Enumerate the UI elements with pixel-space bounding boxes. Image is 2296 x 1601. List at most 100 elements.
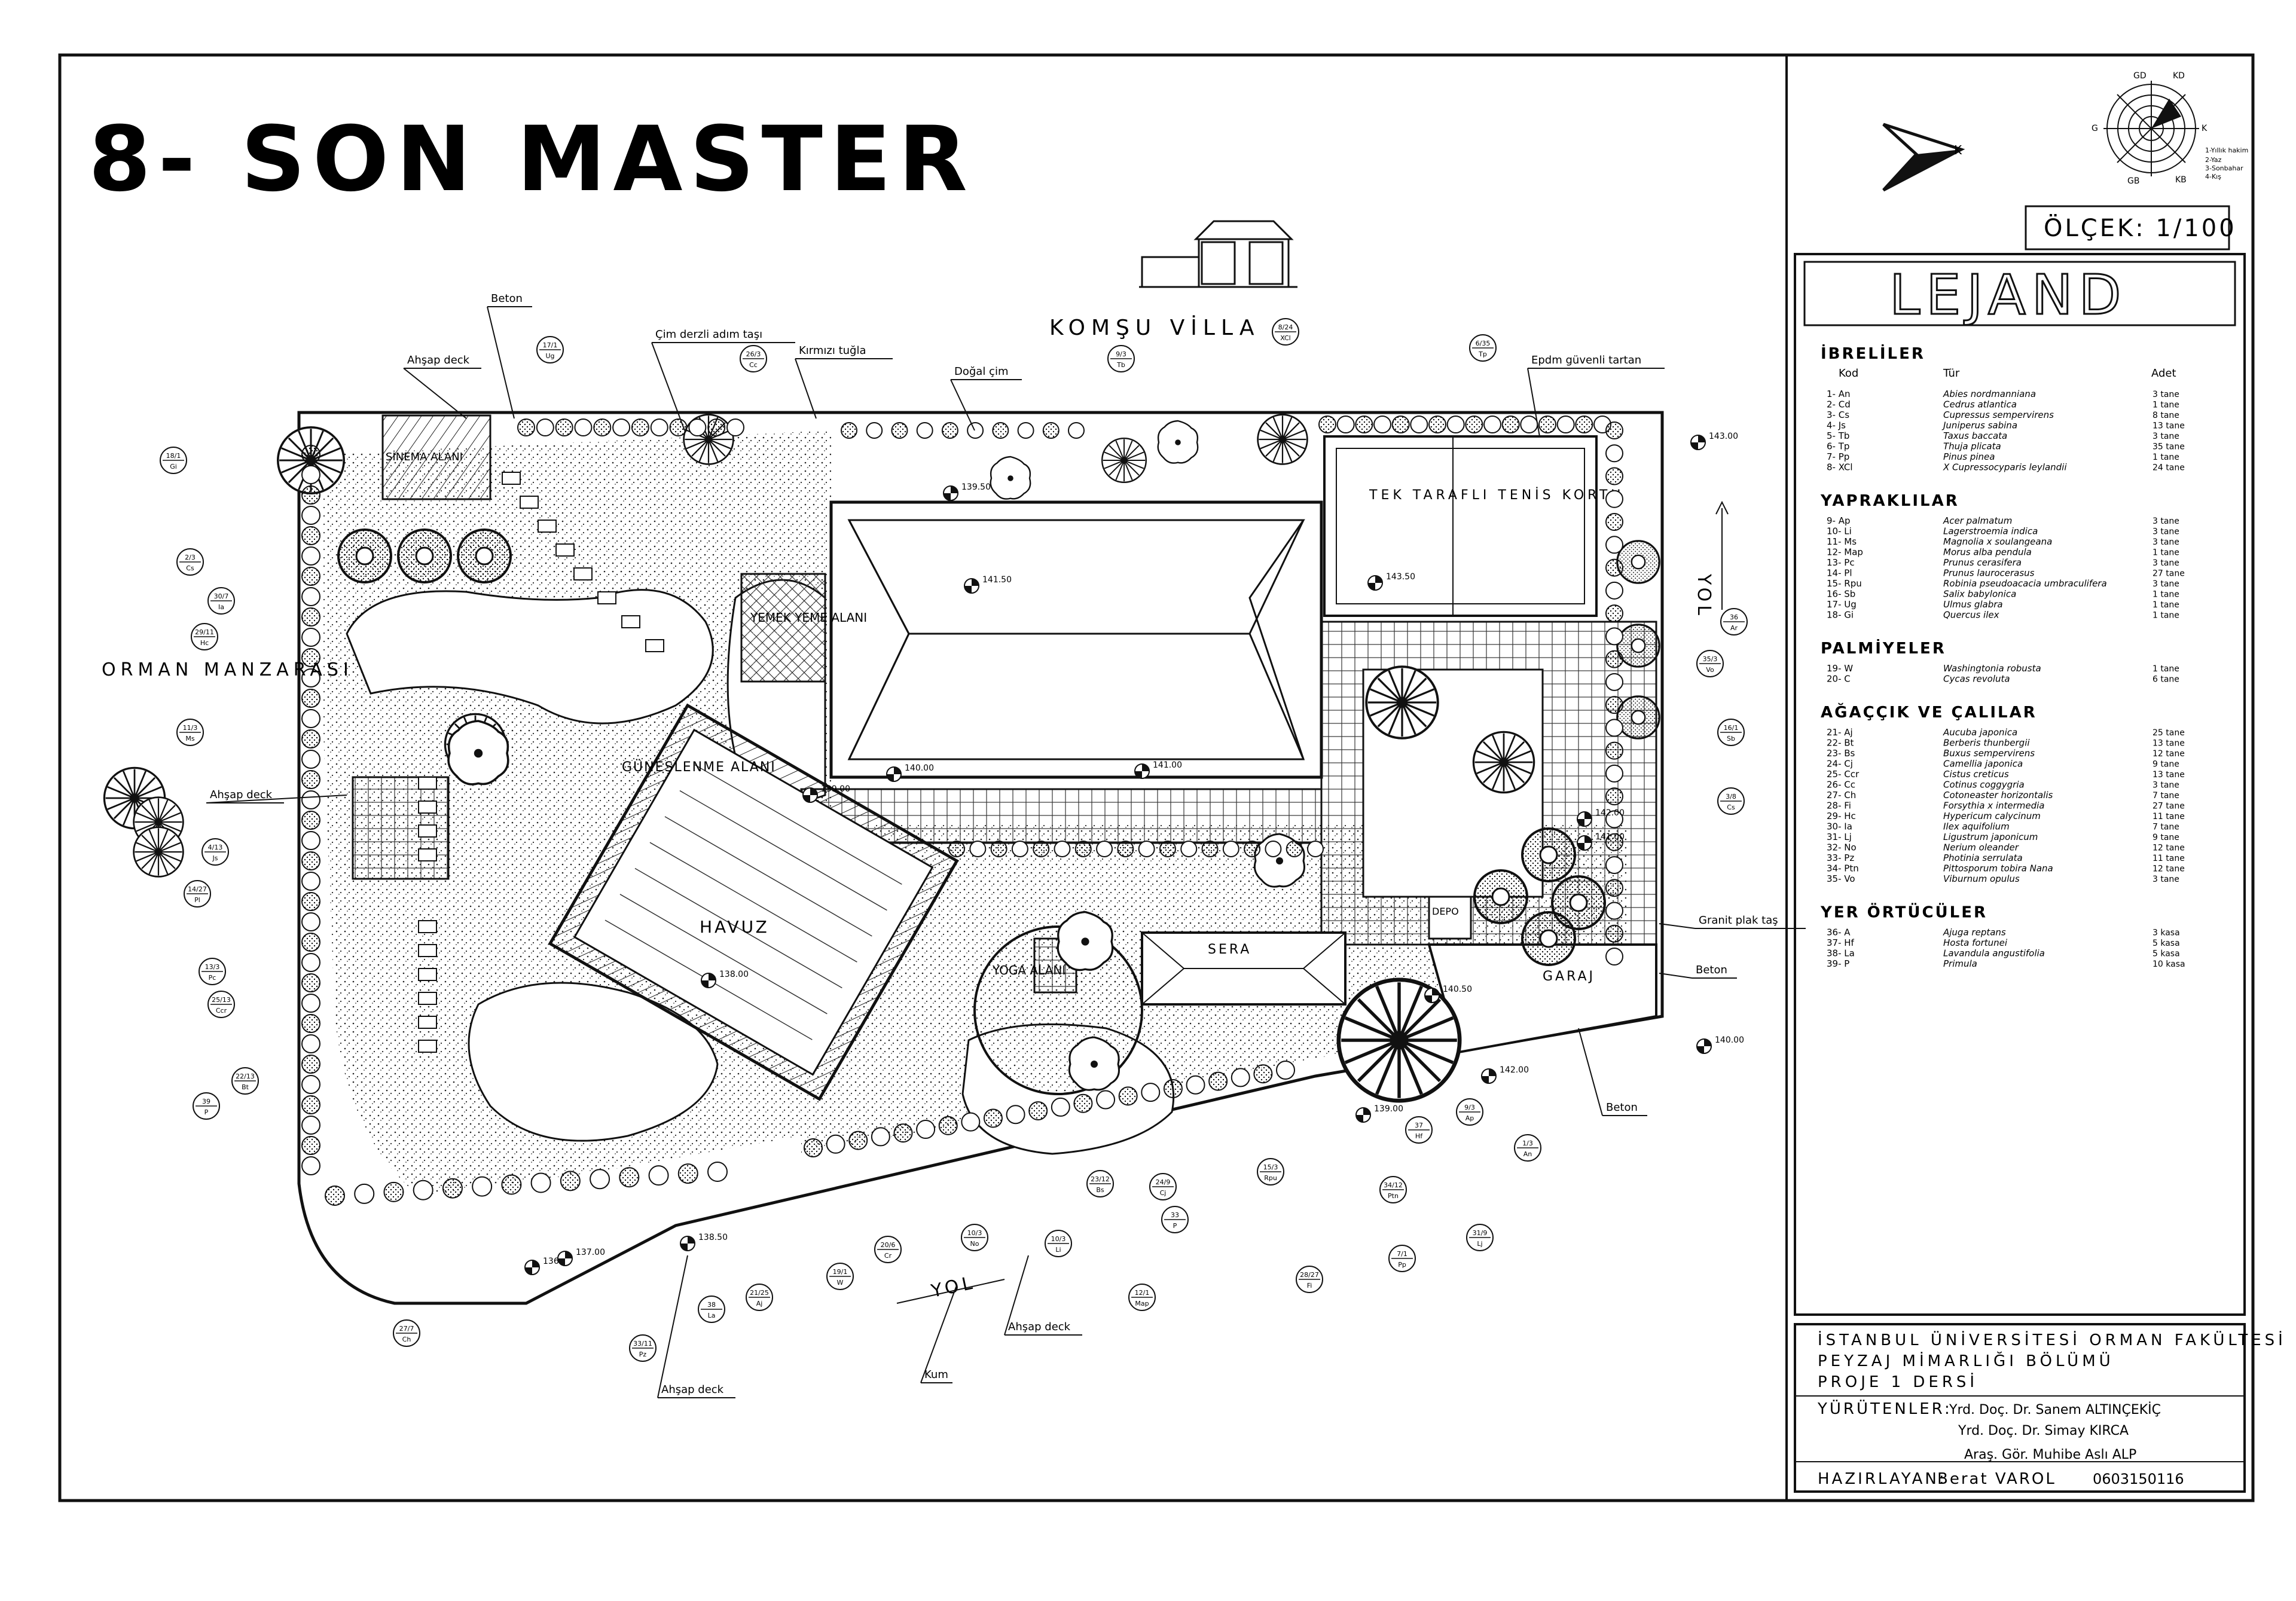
hedge-shrub xyxy=(1605,948,1623,966)
material-callout-label: Epdm güvenli tartan xyxy=(1531,354,1641,366)
hedge-shrub xyxy=(301,790,320,809)
legend-species: Lavandula angustifolia xyxy=(1943,948,2045,959)
legend-col-type: Tür xyxy=(1943,367,1960,380)
garage-label: GARAJ xyxy=(1543,969,1595,984)
hedge-shrub xyxy=(301,485,320,505)
hedge-shrub xyxy=(517,418,535,436)
legend-code: 37- Hf xyxy=(1827,937,1855,948)
svg-text:Araş. Gör. Muhibe Aslı ALP: Araş. Gör. Muhibe Aslı ALP xyxy=(1964,1447,2136,1462)
legend-count: 12 tane xyxy=(2152,864,2185,874)
scale-label: ÖLÇEK: 1/100 xyxy=(2044,213,2237,242)
legend-count: 27 tane xyxy=(2152,569,2185,579)
legend-species: Cotoneaster horizontalis xyxy=(1943,790,2053,800)
legend-code: 7- Pp xyxy=(1827,451,1849,462)
hedge-shrub xyxy=(354,1183,375,1204)
plant-tag-number: 31/9 xyxy=(1473,1229,1488,1237)
plant-tag-number: 6/35 xyxy=(1476,340,1491,347)
plant-tag-code: Lj xyxy=(1477,1240,1482,1248)
hedge-shrub xyxy=(325,1186,345,1206)
hedge-shrub xyxy=(1042,422,1060,439)
plant-tag-code: Pp xyxy=(1398,1261,1406,1269)
hedge-shrub xyxy=(301,729,320,748)
plant-tag-code: Aj xyxy=(756,1300,763,1307)
hedge-shrub xyxy=(612,418,631,436)
hedge-shrub xyxy=(1253,1064,1273,1084)
hedge-shrub xyxy=(1605,879,1623,897)
elevation-value: 141.50 xyxy=(982,575,1012,585)
sunbathing-label: GÜNEŞLENME ALANI xyxy=(622,759,776,775)
legend-count: 13 tane xyxy=(2152,770,2185,780)
legend-species: Camellia japonica xyxy=(1943,759,2023,769)
material-callout-label: Ahşap deck xyxy=(1008,1321,1071,1333)
hedge-shrub xyxy=(1011,841,1028,857)
plant-tag-code: La xyxy=(708,1312,716,1319)
elevation-value: 138.00 xyxy=(719,970,749,979)
legend-code: 18- Gi xyxy=(1827,610,1854,621)
material-callout-label: Granit plak taş xyxy=(1699,914,1778,927)
plant-tag-number: 34/12 xyxy=(1384,1181,1403,1189)
elevation-value: 140.00 xyxy=(1715,1035,1744,1045)
hedge-shrub xyxy=(301,811,320,830)
hedge-shrub xyxy=(1605,581,1623,600)
plant-tag-code: An xyxy=(1523,1150,1532,1158)
legend-code: 35- Vo xyxy=(1827,873,1855,884)
hedge-shrub xyxy=(1575,415,1593,433)
plant-tag-code: Vo xyxy=(1706,666,1714,674)
material-callout-label: Ahşap deck xyxy=(407,354,470,366)
legend-species: Ligustrum japonicum xyxy=(1943,832,2038,842)
greenhouse-label: SERA xyxy=(1208,942,1251,957)
hedge-shrub xyxy=(301,668,320,688)
legend-species: Cycas revoluta xyxy=(1943,674,2010,685)
hedge-shrub xyxy=(1336,415,1355,433)
svg-text:0603150116: 0603150116 xyxy=(2093,1471,2184,1487)
legend-code: 10- Li xyxy=(1827,526,1852,537)
elevation-value: 142.00 xyxy=(1500,1065,1529,1075)
hedge-shrub xyxy=(866,422,883,439)
hedge-shrub xyxy=(1605,902,1623,920)
legend-species: Ajuga reptans xyxy=(1943,927,2006,938)
elevation-value: 140.00 xyxy=(905,763,934,773)
hedge-shrub xyxy=(688,418,707,436)
hedge-shrub xyxy=(1428,415,1446,433)
hedge-shrub xyxy=(301,1014,320,1033)
hedge-shrub xyxy=(1051,1097,1070,1117)
legend-group-title: YAPRAKLILAR xyxy=(1820,492,1959,510)
plant-tag-code: Li xyxy=(1055,1246,1061,1254)
hedge-shrub xyxy=(969,841,987,857)
legend-species: Robinia pseudoacacia umbraculifera xyxy=(1943,578,2107,589)
hedge-shrub xyxy=(1006,1105,1025,1125)
legend-count: 3 tane xyxy=(2152,579,2179,589)
cinema-label: SİNEMA ALANI xyxy=(386,451,463,463)
legend-species: Juniperus sabina xyxy=(1941,420,2017,431)
hedge-shrub xyxy=(501,1174,522,1195)
legend-species: Pinus pinea xyxy=(1943,451,1995,462)
hedge-shrub xyxy=(1163,1078,1183,1098)
plant-tag-code: Ptn xyxy=(1388,1192,1399,1200)
legend-code: 34- Ptn xyxy=(1827,863,1859,874)
legend-count: 27 tane xyxy=(2152,802,2185,811)
legend-code: 19- W xyxy=(1827,663,1853,674)
legend-species: Aucuba japonica xyxy=(1943,727,2017,738)
legend-count: 3 tane xyxy=(2152,432,2179,441)
hedge-shrub xyxy=(871,1127,890,1147)
hedge-shrub xyxy=(1054,841,1071,857)
hedge-shrub xyxy=(301,648,320,667)
material-callout-label: Kırmızı tuğla xyxy=(799,344,866,357)
legend-code: 8- XCl xyxy=(1827,462,1853,473)
svg-text:GD: GD xyxy=(2133,71,2147,81)
hedge-shrub xyxy=(1373,415,1391,433)
legend-code: 3- Cs xyxy=(1827,410,1849,420)
neighbour-villa-elevation xyxy=(1139,220,1297,288)
hedge-shrub xyxy=(841,422,857,439)
svg-text:Yrd. Doç. Dr. Sanem ALTINÇEKİÇ: Yrd. Doç. Dr. Sanem ALTINÇEKİÇ xyxy=(1949,1402,2161,1417)
legend-count: 3 tane xyxy=(2152,390,2179,399)
material-callout-label: Doğal çim xyxy=(954,365,1008,378)
hedge-shrub xyxy=(1410,415,1428,433)
plant-tag-code: P xyxy=(204,1108,209,1116)
legend-count: 12 tane xyxy=(2152,749,2185,759)
title-block: İSTANBUL ÜNİVERSİTESİ ORMAN FAKÜLTESİ PE… xyxy=(1794,1323,2283,1493)
hedge-shrub xyxy=(301,912,320,931)
legend-count: 1 tane xyxy=(2152,611,2179,621)
plant-tag-number: 10/3 xyxy=(967,1229,982,1237)
hedge-shrub xyxy=(1073,1093,1093,1113)
